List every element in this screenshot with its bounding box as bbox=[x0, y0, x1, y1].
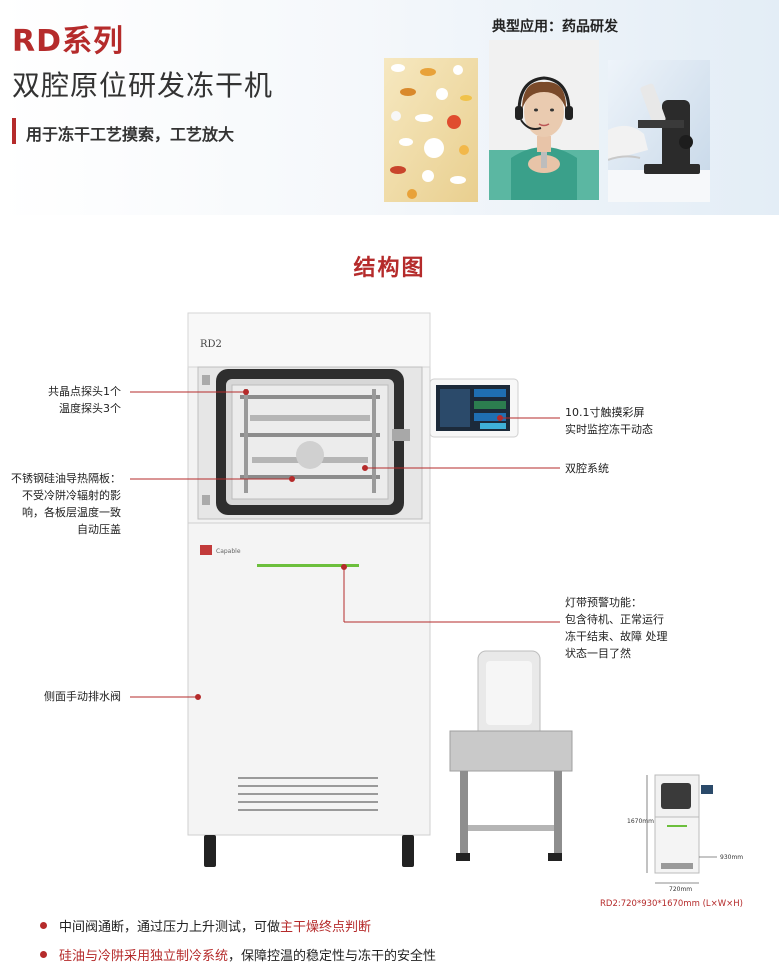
shelf-line-2: 不受冷阱冷辐射的影 bbox=[22, 489, 121, 502]
shelf-line-3: 响，各板层温度一致 bbox=[22, 506, 121, 519]
feature-bullet-2: 硅油与冷阱采用独立制冷系统，保障控温的稳定性与冻干的安全性 bbox=[40, 945, 436, 964]
brand-label: Capable bbox=[216, 548, 241, 555]
bullet-1-highlight: 主干燥终点判断 bbox=[280, 920, 372, 935]
light-strip-callout: 灯带预警功能： 包含待机、正常运行 冻干结束、故障 处理 状态一目了然 bbox=[565, 594, 668, 662]
drain-valve-callout: 侧面手动排水阀 bbox=[44, 690, 121, 703]
light-line-3: 冻干结束、故障 处理 bbox=[565, 630, 668, 643]
bullet-1-text: 中间阀通断，通过压力上升测试，可做 bbox=[59, 920, 281, 935]
shelf-line-1: 不锈钢硅油导热隔板： bbox=[11, 472, 121, 485]
freeze-dryer-illustration: RD2 Capable bbox=[187, 312, 573, 867]
feature-bullet-1: 中间阀通断，通过压力上升测试，可做主干燥终点判断 bbox=[40, 916, 371, 935]
bullet-2-highlight: 硅油与冷阱采用独立制冷系统 bbox=[59, 949, 229, 964]
bullet-2-text: ，保障控温的稳定性与冻干的安全性 bbox=[228, 949, 437, 964]
slogan: 用于冻干工艺摸索，工艺放大 bbox=[26, 125, 235, 144]
slogan-accent-bar bbox=[12, 118, 16, 144]
pills-photo bbox=[384, 58, 478, 202]
shelf-callout: 不锈钢硅油导热隔板： 不受冷阱冷辐射的影 响，各板层温度一致 自动压盖 bbox=[11, 470, 121, 538]
microscope-photo bbox=[608, 60, 710, 202]
bullet-dot bbox=[40, 951, 47, 958]
screen-line-2: 实时监控冻干动态 bbox=[565, 423, 653, 436]
shelf-line-4: 自动压盖 bbox=[77, 523, 121, 536]
screen-callout: 10.1寸触摸彩屏 实时监控冻干动态 bbox=[565, 404, 653, 438]
dimension-diagram: 1670mm 720mm 930mm bbox=[627, 774, 743, 893]
height-label: 1670mm bbox=[627, 818, 654, 825]
screen-line-1: 10.1寸触摸彩屏 bbox=[565, 406, 645, 419]
application-label: 典型应用：药品研发 bbox=[492, 19, 618, 35]
section-title: 结构图 bbox=[353, 256, 426, 281]
depth-label: 930mm bbox=[720, 854, 743, 861]
doctor-photo bbox=[489, 40, 599, 200]
bullet-dot bbox=[40, 922, 47, 929]
light-line-1: 灯带预警功能： bbox=[565, 596, 642, 609]
probe-line-2: 温度探头3个 bbox=[59, 402, 121, 415]
series-title: RD系列 bbox=[12, 24, 125, 59]
model-label: RD2 bbox=[200, 339, 222, 350]
dimensions-caption: RD2:720*930*1670mm (L×W×H) bbox=[600, 899, 743, 909]
light-line-2: 包含待机、正常运行 bbox=[565, 613, 664, 626]
dual-chamber-callout: 双腔系统 bbox=[565, 462, 609, 475]
width-label: 720mm bbox=[669, 886, 692, 893]
probe-line-1: 共晶点探头1个 bbox=[48, 385, 121, 398]
light-line-4: 状态一目了然 bbox=[565, 647, 631, 660]
probe-callout: 共晶点探头1个 温度探头3个 bbox=[48, 383, 121, 417]
product-name: 双腔原位研发冻干机 bbox=[12, 69, 274, 102]
